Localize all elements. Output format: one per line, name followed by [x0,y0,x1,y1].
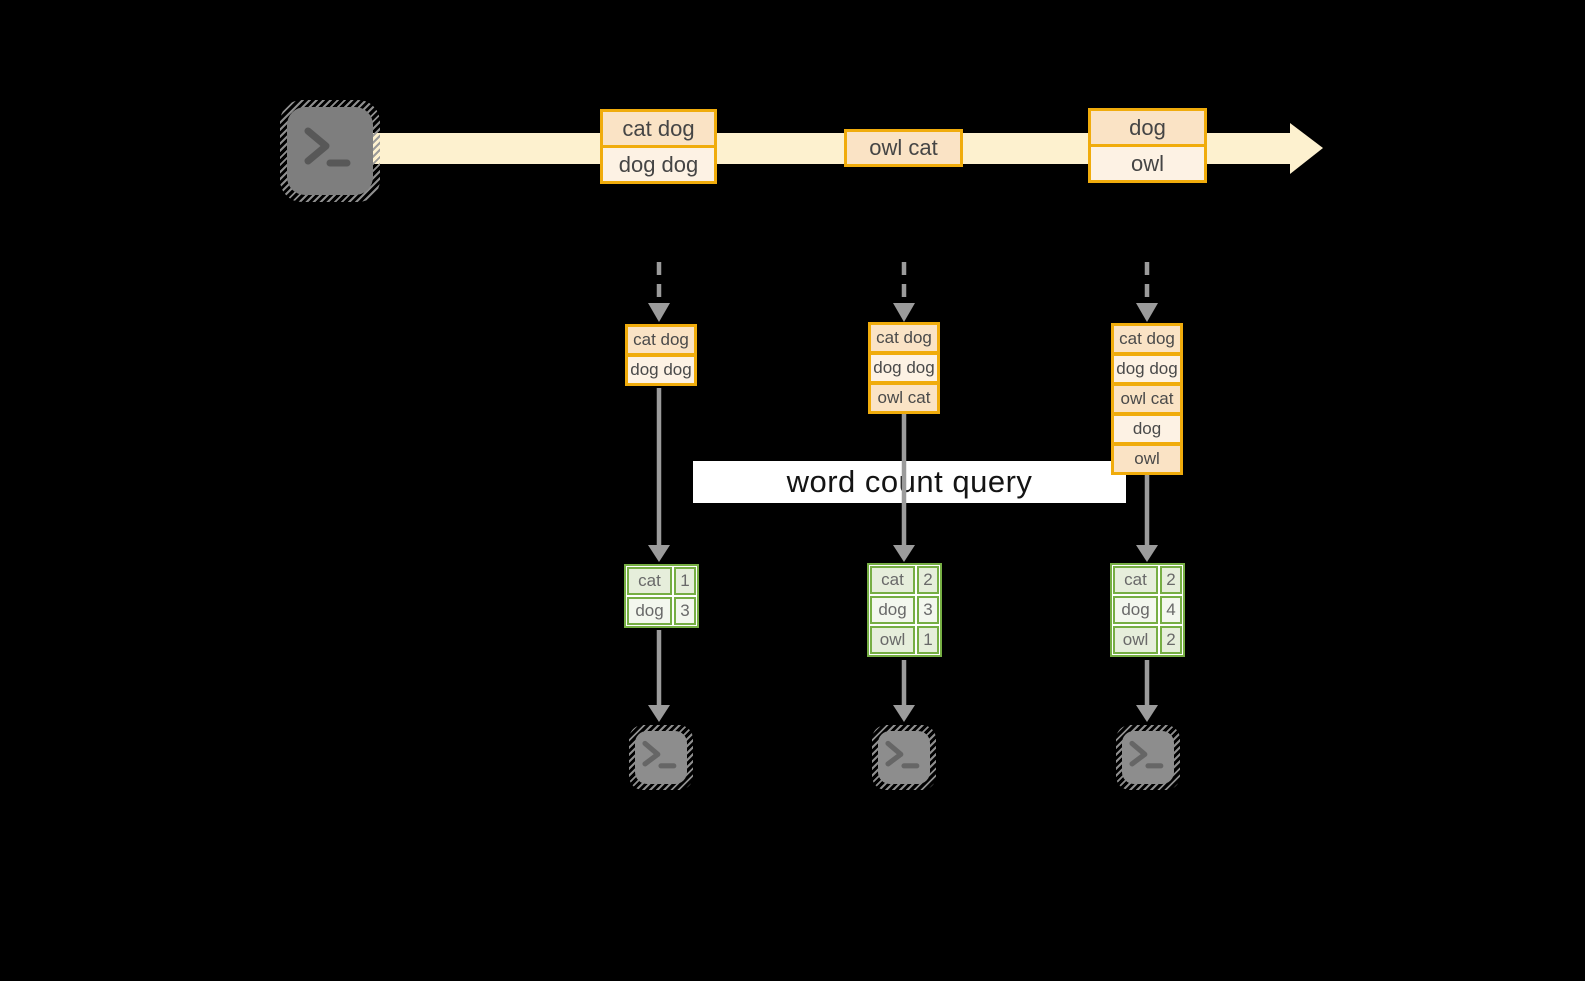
timeline-arrowhead-icon [1290,123,1323,174]
word-text: cat [1124,570,1147,589]
stack-row: dog dog [625,354,697,386]
stack-text: owl [1134,449,1160,468]
stack-text: owl cat [877,388,931,407]
event-text: cat dog [622,115,695,141]
stack-text: dog [1132,419,1162,438]
stack-text: dog dog [1116,359,1178,378]
count-text: 3 [923,600,933,619]
count-text: 1 [923,630,933,649]
word-text: cat [638,571,661,590]
timeline-event-2: owl cat [844,129,963,167]
count-text: 1 [680,571,690,590]
count-cell: 2 [1160,626,1182,654]
count-text: 2 [1166,630,1176,649]
stack-text: cat dog [876,328,932,347]
count-cell: 3 [674,597,696,625]
timeline-event-3: dog owl [1088,108,1207,183]
timeline-event-1: cat dog dog dog [600,109,717,184]
state-stack-col3: cat dog dog dog owl cat dog owl [1111,323,1183,475]
word-count-query-banner: word count query [693,461,1126,503]
terminal-prompt-icon [642,740,677,769]
count-cell: 3 [917,596,939,624]
event-line: owl [1088,144,1207,183]
terminal-icon [872,725,936,790]
count-cell: 4 [1160,596,1182,624]
stack-row: cat dog [868,322,940,354]
terminal-prompt-icon [885,740,920,769]
count-cell: 1 [674,567,696,595]
word-cell: owl [1113,626,1158,654]
count-text: 4 [1166,600,1176,619]
terminal-prompt-icon [1129,740,1164,769]
count-text: 2 [1166,570,1176,589]
count-text: 2 [923,570,933,589]
count-table-col3: cat 2 dog 4 owl 2 [1110,563,1185,657]
terminal-prompt-icon [304,127,351,167]
event-text: owl [1130,150,1164,176]
state-stack-col1: cat dog dog dog [625,324,697,386]
terminal-icon [629,725,693,790]
count-cell: 1 [917,626,939,654]
event-line: owl cat [844,129,963,167]
stack-text: cat dog [1119,329,1175,348]
stack-row: owl cat [1111,383,1183,415]
word-cell: dog [870,596,915,624]
banner-label: word count query [786,464,1033,499]
stack-row: dog dog [1111,353,1183,385]
event-text: dog dog [618,151,699,177]
word-cell: dog [1113,596,1158,624]
state-stack-col2: cat dog dog dog owl cat [868,322,940,414]
terminal-icon-body [635,731,687,784]
word-text: cat [881,570,904,589]
word-cell: owl [870,626,915,654]
count-text: 3 [680,601,690,620]
word-cell: cat [1113,566,1158,594]
stack-row: dog [1111,413,1183,445]
count-table-col2: cat 2 dog 3 owl 1 [867,563,942,657]
event-text: owl cat [869,135,938,160]
terminal-icon-body [287,107,373,195]
terminal-icon [280,100,380,202]
stack-row: cat dog [625,324,697,356]
stack-row: dog dog [868,352,940,384]
stack-text: dog dog [630,360,692,379]
word-text: dog [635,601,664,620]
stack-row: owl [1111,443,1183,475]
terminal-icon-body [878,731,930,784]
word-text: dog [1121,600,1150,619]
count-cell: 2 [917,566,939,594]
word-text: owl [879,630,906,649]
event-line: cat dog [600,109,717,148]
word-cell: dog [627,597,672,625]
stack-row: owl cat [868,382,940,414]
terminal-icon-body [1122,731,1174,784]
word-text: dog [878,600,907,619]
count-table-col1: cat 1 dog 3 [624,564,699,628]
stack-text: cat dog [633,330,689,349]
word-text: owl [1122,630,1149,649]
count-cell: 2 [1160,566,1182,594]
stack-text: dog dog [873,358,935,377]
event-line: dog [1088,108,1207,147]
stack-text: owl cat [1120,389,1174,408]
stack-row: cat dog [1111,323,1183,355]
word-cell: cat [870,566,915,594]
event-line: dog dog [600,145,717,184]
word-cell: cat [627,567,672,595]
terminal-icon [1116,725,1180,790]
event-text: dog [1129,114,1166,140]
